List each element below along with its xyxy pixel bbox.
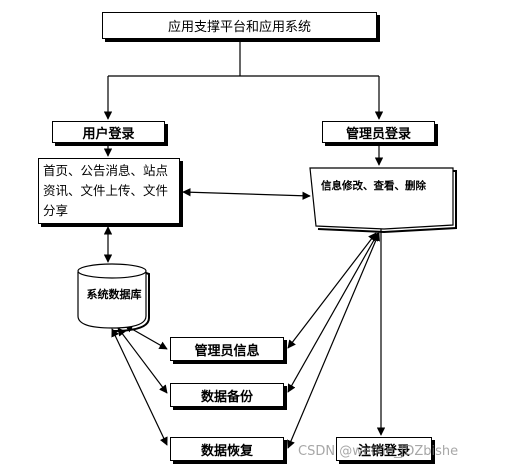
arrow-db-restore xyxy=(111,328,168,446)
data-backup-label: 数据备份 xyxy=(200,389,253,405)
arrow-funcs-ops xyxy=(182,188,311,200)
arrow-db-backup xyxy=(117,327,168,394)
arrow-ops-backup xyxy=(287,232,379,393)
logout-label: 注销登录 xyxy=(357,443,410,459)
data-backup-box: 数据备份 xyxy=(170,383,284,407)
admin-ops-shape xyxy=(309,167,454,230)
admin-operations-label: 信息修改、查看、删除 xyxy=(321,180,426,192)
platform-system-label: 应用支撑平台和应用系统 xyxy=(167,20,311,35)
database-cylinder xyxy=(77,263,150,332)
arrow-ops-admin-info xyxy=(287,232,377,349)
arrow-ops-restore xyxy=(287,232,380,449)
platform-system-box: 应用支撑平台和应用系统 xyxy=(102,12,377,39)
user-functions-box: 首页、公告消息、站点资讯、文件上传、文件分享 xyxy=(38,158,180,224)
admin-info-label: 管理员信息 xyxy=(194,343,260,359)
data-restore-box: 数据恢复 xyxy=(170,437,284,461)
user-login-box: 用户登录 xyxy=(52,121,165,143)
admin-login-label: 管理员登录 xyxy=(345,126,411,142)
logout-box: 注销登录 xyxy=(336,437,432,461)
admin-login-box: 管理员登录 xyxy=(322,121,435,143)
admin-info-box: 管理员信息 xyxy=(170,337,284,361)
user-login-label: 用户登录 xyxy=(82,126,135,142)
user-functions-label: 首页、公告消息、站点资讯、文件上传、文件分享 xyxy=(43,163,169,218)
watermark: CSDN @weixin_JDZbishe xyxy=(298,444,459,459)
data-restore-label: 数据恢复 xyxy=(200,443,253,459)
database-label: 系统数据库 xyxy=(86,288,142,301)
